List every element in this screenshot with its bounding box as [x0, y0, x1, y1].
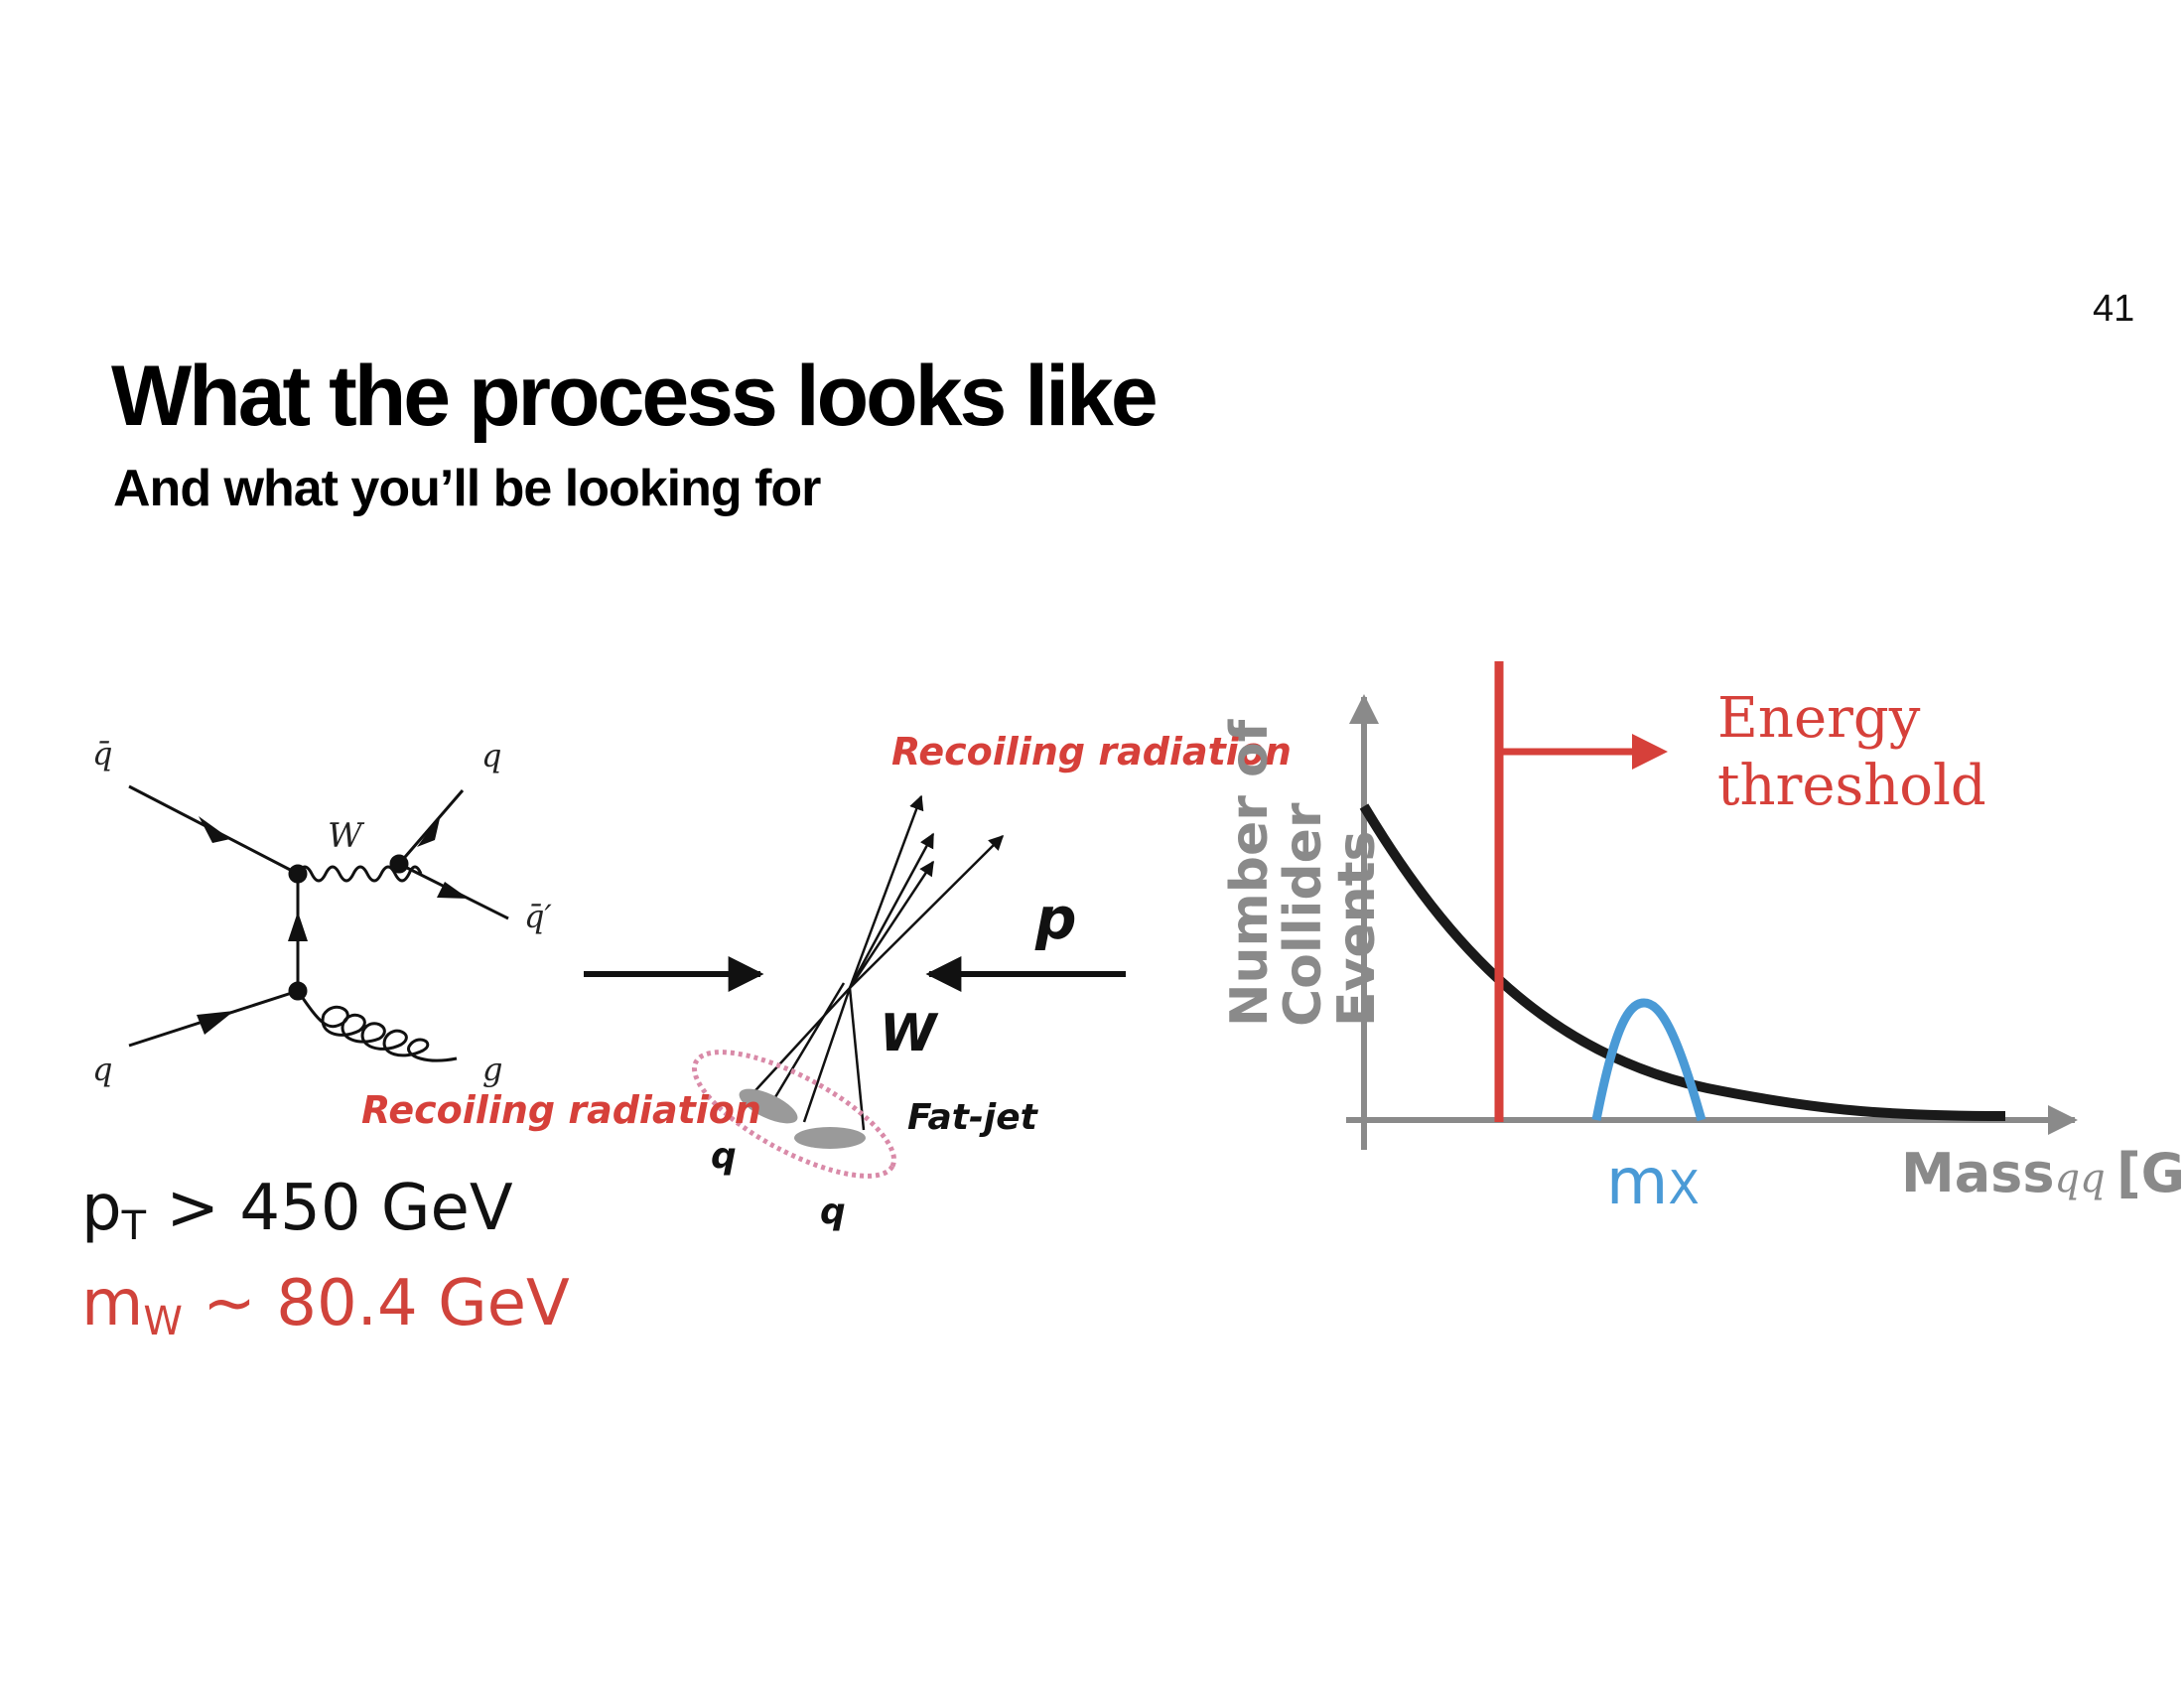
radiation-ray-4	[849, 834, 1005, 989]
recoil-label-bottom: Recoiling radiation	[361, 1088, 761, 1132]
quark-label-2: q	[820, 1192, 846, 1232]
pt-symbol: p	[81, 1172, 122, 1245]
feynman-diagram	[128, 784, 509, 1062]
label-g: g	[482, 1051, 502, 1088]
peak-label: mX	[1606, 1146, 1700, 1219]
q-in-arrow	[197, 1011, 234, 1035]
w-boson-line	[296, 865, 423, 883]
mw-mass: mW ~ 80.4 GeV	[81, 1267, 570, 1344]
qbar-prime-arrow	[437, 882, 469, 899]
mass-plot	[1346, 661, 2078, 1150]
fatjet-edge-4	[764, 982, 846, 1113]
fatjet-edge-1	[746, 987, 851, 1101]
radiation-ray-1	[848, 794, 924, 989]
xlabel-text: Mass	[1901, 1142, 2054, 1204]
mw-value: ~ 80.4 GeV	[182, 1267, 570, 1340]
label-q-out: q	[481, 737, 501, 774]
ylabel-line-3: Events	[1327, 830, 1387, 1027]
qbar-arrow	[199, 816, 230, 843]
fatjet-label: Fat-jet	[907, 1097, 1039, 1138]
recoil-label-top: Recoiling radiation	[891, 730, 1292, 774]
pt-value: > 450 GeV	[146, 1172, 513, 1245]
slide-subtitle: And what you’ll be looking for	[113, 460, 821, 517]
event-sketch	[692, 794, 1126, 1179]
mw-symbol: m	[81, 1267, 144, 1340]
ylabel-line-1: Number of	[1220, 718, 1280, 1027]
fatjet-edge-3	[848, 987, 866, 1131]
jet-blob-2	[794, 1127, 866, 1149]
x-axis-unit: [Ge	[2116, 1142, 2184, 1204]
label-qbar-prime: q̄′	[524, 898, 552, 935]
propagator-arrow	[288, 912, 308, 941]
threshold-label-2: threshold	[1717, 754, 1986, 818]
threshold-label-1: Energy	[1717, 686, 1921, 751]
vertex-2	[389, 854, 409, 874]
vertex-3	[288, 981, 308, 1001]
radiation-ray-3	[848, 860, 935, 989]
x-axis-label: Massqq	[1901, 1142, 2106, 1204]
w-label: W	[880, 1004, 939, 1063]
radiation-ray-2	[848, 832, 935, 989]
label-q-in: q	[92, 1051, 112, 1088]
slide-title: What the process looks like	[111, 349, 1159, 444]
quark-label-1: q	[711, 1136, 737, 1177]
pt-subscript: T	[121, 1203, 147, 1249]
gluon-line	[296, 990, 458, 1062]
mw-subscript: W	[143, 1299, 183, 1344]
peak-subscript: X	[1668, 1161, 1700, 1214]
proton-label: p	[1034, 885, 1077, 952]
label-w: W	[328, 816, 365, 856]
label-qbar: q̄	[92, 735, 112, 773]
fatjet-edge-2	[802, 987, 852, 1123]
jet-blob-1	[739, 1088, 798, 1124]
peak-symbol: m	[1606, 1146, 1668, 1219]
xlabel-subscript: qq	[2054, 1156, 2105, 1201]
slide-number: 41	[2093, 288, 2135, 330]
pt-cut: pT > 450 GeV	[81, 1172, 513, 1249]
vertex-1	[288, 864, 308, 884]
q-out-arrow	[417, 814, 441, 847]
q-out-line	[397, 789, 465, 865]
fatjet-ellipse	[692, 1050, 896, 1179]
ylabel-line-2: Collider	[1274, 802, 1333, 1027]
signal-peak	[1591, 998, 1706, 1122]
threshold-arrow-head	[1632, 734, 1668, 770]
